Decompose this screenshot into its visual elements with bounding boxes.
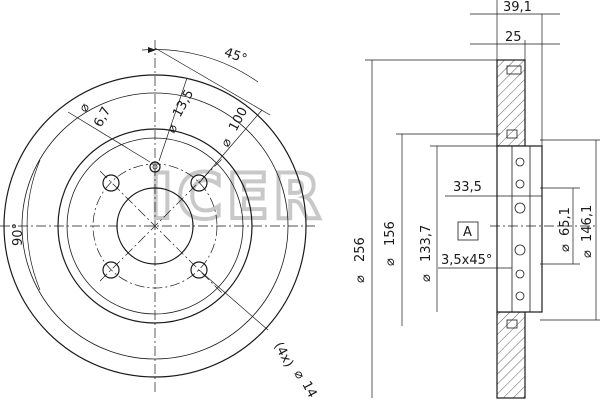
hat-height-label: 33,5 [453, 180, 482, 195]
dia-symbol: ⌀ [580, 250, 595, 258]
bolt-hole [102, 261, 120, 279]
leader-line [198, 269, 269, 331]
angle-45-label: 45° [222, 45, 249, 67]
center-bore-label: 65,1 [558, 207, 573, 236]
outer-diameter-label: 256 [353, 237, 368, 262]
stud-hole [514, 244, 526, 256]
dia-symbol: ⌀ [290, 368, 307, 382]
rotor-section-bottom [496, 311, 526, 399]
leader-line [158, 77, 188, 162]
vent-notch [506, 319, 518, 329]
locator-dim-label: 13,5 [170, 87, 197, 120]
stud-hole [515, 179, 525, 189]
hat-diameter-label: 156 [383, 221, 398, 246]
vent-notch [506, 65, 522, 75]
dia-symbol: ⌀ [164, 122, 181, 136]
leader-line [67, 111, 151, 163]
stud-hole [515, 291, 525, 301]
inner-diameter-label: 133,7 [419, 225, 434, 262]
bolt-hole [190, 174, 208, 192]
dia-symbol: ⌀ [76, 101, 93, 115]
overall-height-label: 39,1 [503, 0, 532, 15]
dia-symbol: ⌀ [419, 274, 434, 282]
vent-notch [506, 129, 518, 139]
stud-hole [515, 157, 525, 167]
bolt-hole [102, 174, 120, 192]
dia-symbol: ⌀ [353, 275, 368, 283]
dia-symbol: ⌀ [558, 244, 573, 252]
hub-diameter-label: 146,1 [580, 205, 595, 242]
datum-box [457, 221, 479, 241]
bolt-count-label: (4x) [270, 340, 296, 370]
hat-section [496, 145, 543, 313]
stud-hole [515, 269, 525, 279]
icer-watermark: ICER [150, 160, 325, 233]
angle-90-arc [26, 159, 41, 291]
angle-45-arc [141, 49, 259, 83]
pcd-dim-label: 100 [226, 105, 251, 134]
bolt-hole-dim-label: 14 [298, 379, 319, 400]
chamfer-label: 3,5x45° [441, 253, 492, 268]
diagonal-centerline [99, 170, 223, 294]
bolt-hole [190, 261, 208, 279]
stud-hole [514, 202, 526, 214]
small-hole-dim-label: 6,7 [91, 105, 114, 130]
diagonal-centerline [99, 158, 223, 282]
thickness-label: 25 [505, 30, 522, 45]
angle-90-label: 90° [11, 223, 26, 246]
datum-label: A [463, 225, 472, 240]
side-view: 39,1 25 256 ⌀ 156 ⌀ 133,7 ⌀ 33,5 A 3,5x4… [353, 0, 600, 399]
dia-symbol: ⌀ [383, 258, 398, 266]
leader-line [198, 109, 263, 184]
angle-extension-line [154, 47, 271, 116]
dia-symbol: ⌀ [218, 136, 235, 150]
arrowhead [148, 47, 156, 53]
